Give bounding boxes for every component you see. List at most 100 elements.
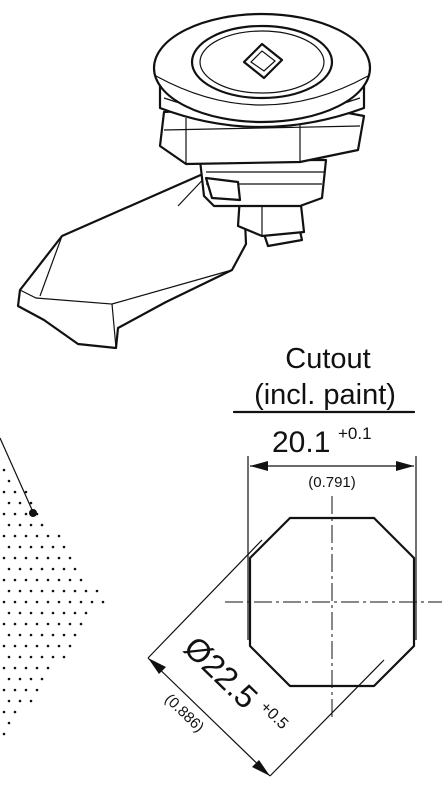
texture-dot — [7, 523, 11, 527]
arrow-upper-icon — [148, 658, 166, 674]
texture-dot — [57, 622, 61, 626]
texture-dot — [7, 611, 11, 615]
texture-dot — [13, 710, 17, 714]
texture-dot — [51, 545, 55, 549]
texture-dot — [2, 666, 6, 670]
texture-dot — [73, 567, 77, 571]
texture-dot — [51, 567, 55, 571]
texture-dot — [57, 600, 61, 604]
texture-dot — [62, 611, 66, 615]
texture-dot — [46, 556, 50, 560]
texture-dot — [2, 710, 6, 714]
texture-dot — [2, 468, 6, 472]
texture-dot — [73, 633, 77, 637]
threaded-body — [198, 158, 328, 208]
texture-dot — [68, 556, 72, 560]
texture-dot — [51, 589, 55, 593]
cutout-profile — [225, 496, 442, 720]
paint-texture-callout — [0, 437, 105, 736]
texture-dot — [46, 600, 50, 604]
texture-dot — [2, 578, 6, 582]
texture-dot — [79, 600, 83, 604]
texture-dot — [18, 633, 22, 637]
texture-dot — [101, 600, 105, 604]
arrow-left-icon — [250, 461, 268, 471]
texture-dot — [35, 622, 39, 626]
width-tolerance: +0.1 — [338, 424, 372, 443]
texture-dot — [35, 600, 39, 604]
texture-dot — [35, 644, 39, 648]
texture-dot — [18, 589, 22, 593]
texture-dot — [46, 644, 50, 648]
texture-dot — [7, 567, 11, 571]
dot-pattern — [2, 468, 105, 736]
texture-dot — [57, 578, 61, 582]
leader-line — [0, 437, 34, 513]
texture-dot — [18, 523, 22, 527]
texture-dot — [2, 688, 6, 692]
texture-dot — [46, 622, 50, 626]
width-inch: (0.791) — [308, 474, 356, 491]
texture-dot — [40, 589, 44, 593]
texture-dot — [29, 523, 33, 527]
texture-dot — [68, 600, 72, 604]
texture-dot — [24, 512, 28, 516]
texture-dot — [29, 501, 33, 505]
texture-dot — [13, 556, 17, 560]
texture-dot — [35, 556, 39, 560]
texture-dot — [13, 600, 17, 604]
texture-dot — [40, 567, 44, 571]
texture-dot — [29, 699, 33, 703]
texture-dot — [95, 589, 99, 593]
texture-dot — [2, 644, 6, 648]
texture-dot — [68, 578, 72, 582]
texture-dot — [18, 699, 22, 703]
texture-dot — [7, 633, 11, 637]
texture-dot — [35, 666, 39, 670]
texture-dot — [13, 622, 17, 626]
texture-dot — [13, 578, 17, 582]
extension-line-upper — [147, 539, 263, 659]
texture-dot — [13, 512, 17, 516]
width-dimension: 20.1 +0.1 (0.791) — [247, 424, 417, 640]
texture-dot — [35, 534, 39, 538]
texture-dot — [2, 622, 6, 626]
texture-dot — [2, 490, 6, 494]
texture-dot — [68, 644, 72, 648]
texture-dot — [40, 523, 44, 527]
texture-dot — [40, 677, 44, 681]
texture-dot — [62, 589, 66, 593]
texture-dot — [2, 732, 6, 736]
texture-dot — [29, 589, 33, 593]
texture-dot — [18, 655, 22, 659]
leader-dot — [29, 509, 37, 517]
texture-dot — [51, 611, 55, 615]
texture-dot — [40, 633, 44, 637]
texture-dot — [18, 677, 22, 681]
texture-dot — [68, 622, 72, 626]
texture-dot — [13, 644, 17, 648]
texture-dot — [18, 545, 22, 549]
texture-dot — [79, 578, 83, 582]
texture-dot — [29, 677, 33, 681]
texture-dot — [24, 556, 28, 560]
texture-dot — [51, 633, 55, 637]
cam-lock-illustration — [16, 12, 372, 350]
texture-dot — [13, 688, 17, 692]
texture-dot — [57, 534, 61, 538]
texture-dot — [7, 589, 11, 593]
square-socket-icon — [242, 42, 284, 80]
texture-dot — [62, 633, 66, 637]
texture-dot — [51, 655, 55, 659]
texture-dot — [18, 611, 22, 615]
texture-dot — [7, 545, 11, 549]
texture-dot — [57, 644, 61, 648]
texture-dot — [2, 534, 6, 538]
texture-dot — [35, 688, 39, 692]
texture-dot — [24, 644, 28, 648]
texture-dot — [29, 633, 33, 637]
texture-dot — [40, 655, 44, 659]
arrow-lower-icon — [252, 760, 270, 776]
texture-dot — [24, 490, 28, 494]
texture-dot — [24, 666, 28, 670]
